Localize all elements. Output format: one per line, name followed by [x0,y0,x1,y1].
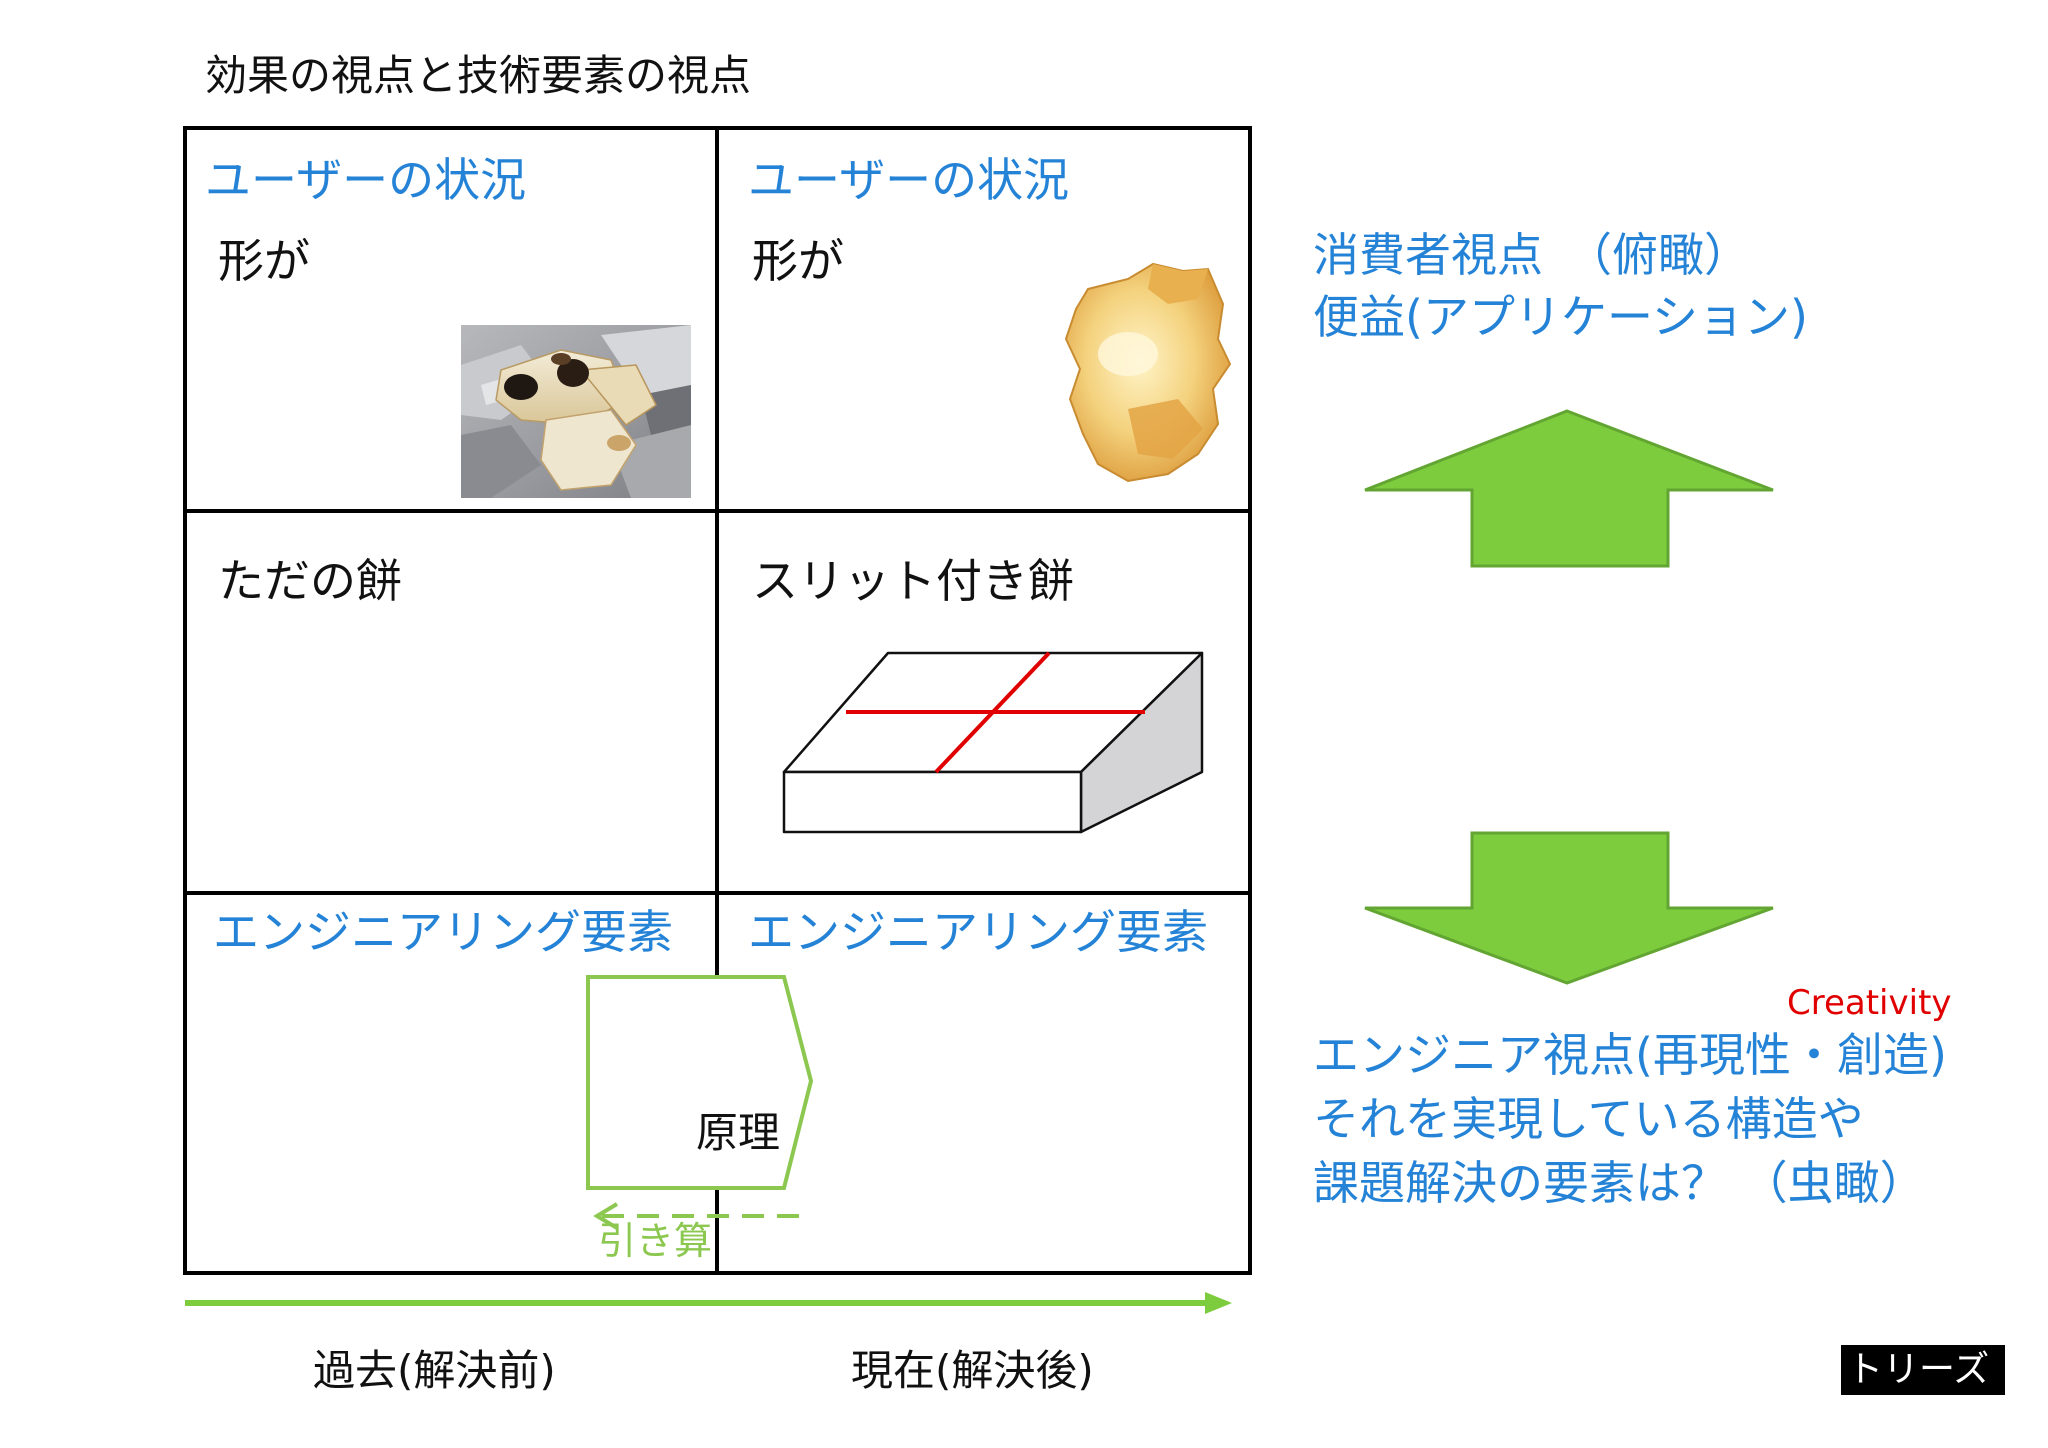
burnt-spot [557,359,589,387]
cell-bottom-left-heading: エンジニアリング要素 [213,905,673,959]
photo-puffed-mochi [1058,259,1234,486]
foil-facet [601,325,691,395]
photo-burnt-mochi-on-foil [461,325,691,498]
timeline-arrow-head [1205,1292,1232,1314]
timeline-present-label: 現在(解決後) [851,1346,1094,1395]
timeline-arrow [185,1292,1232,1314]
consumer-view-line1: 消費者視点 （俯瞰） [1313,228,1750,282]
subtraction-arrow [593,1202,799,1230]
cell-top-left-label: 形が [218,234,310,288]
foil-facet [641,385,691,435]
timeline-past-label: 過去(解決前) [313,1346,556,1395]
burnt-spot [551,353,571,365]
mochi-chunk [579,364,657,427]
cell-bottom-right-heading: エンジニアリング要素 [748,905,1208,959]
principle-label: 原理 [696,1108,781,1157]
cell-top-left-heading: ユーザーの状況 [205,153,527,207]
creativity-label: Creativity [1787,983,1952,1023]
arrow-up-icon [1364,409,1774,568]
cell-top-right-heading: ユーザーの状況 [748,153,1070,207]
subtraction-arrow-head [593,1202,619,1230]
engineer-view-line2: それを実現している構造や [1313,1092,1864,1146]
mochi-chunk [540,409,637,491]
engineer-view-line3: 課題解決の要素は？ （虫瞰） [1313,1156,1926,1210]
trees-badge: トリーズ [1841,1345,2005,1395]
engineer-view-line1: エンジニア視点(再現性・創造) [1313,1028,1947,1082]
cell-top-right-label: 形が [752,234,844,288]
foil-facet [461,425,541,498]
consumer-view-line2: 便益(アプリケーション) [1313,290,1808,344]
cell-middle-right-label: スリット付き餅 [752,554,1074,608]
slit-mochi-block [782,651,1204,834]
toasted-edge [607,435,631,451]
burnt-spot [504,374,538,400]
page-title: 効果の視点と技術要素の視点 [205,51,752,100]
cell-middle-left-label: ただの餅 [218,554,402,608]
mochi-crust [1148,264,1208,304]
mochi-crust [1128,399,1203,459]
slit-line-diagonal [934,651,1051,774]
block-front-face [782,770,1083,834]
arrow-down-icon [1364,831,1774,985]
mochi-highlight [1098,332,1158,376]
principle-pentagon [586,975,814,1190]
subtraction-label: 引き算 [598,1219,713,1263]
